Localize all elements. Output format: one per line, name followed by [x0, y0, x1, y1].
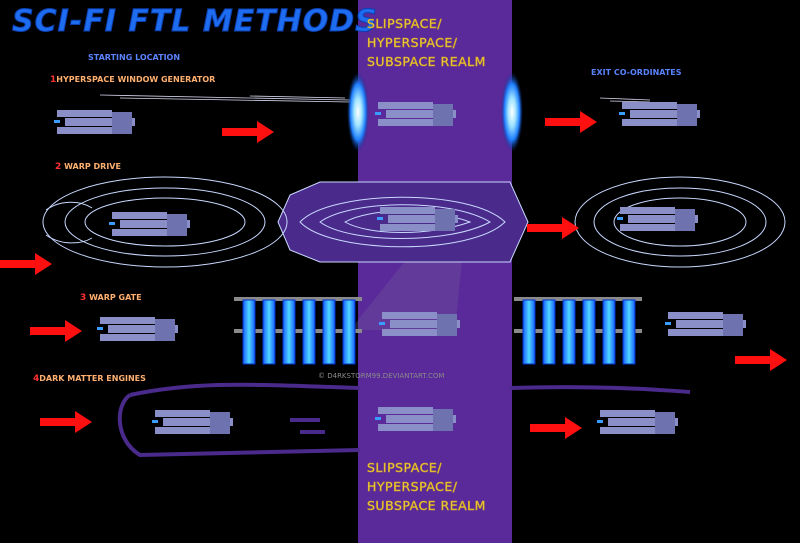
page-title: SCI-FI FTL METHODS: [12, 4, 378, 40]
method-1-text: HYPERSPACE WINDOW GENERATOR: [56, 75, 216, 84]
starship: [597, 410, 678, 434]
warp-gate-entry: [234, 297, 362, 365]
method-3-label: 3 WARP GATE: [80, 293, 142, 303]
gate-cell: [242, 299, 256, 365]
gate-cell: [542, 299, 556, 365]
hyperspace-portals: [347, 72, 523, 152]
arrow-right: [735, 349, 787, 371]
warp-bubble-start: [42, 176, 288, 268]
starship: [377, 207, 458, 231]
watermark-text: © D4RKSTORM99.DEVIANTART.COM: [318, 372, 445, 380]
gate-cell: [302, 299, 316, 365]
gate-cell: [582, 299, 596, 365]
starting-location-label: STARTING LOCATION: [88, 53, 181, 62]
realm-label-bottom: SLIPSPACE/ HYPERSPACE/ SUBSPACE REALM: [367, 458, 486, 515]
gate-cell: [342, 299, 356, 365]
method-2-label: 2 WARP DRIVE: [55, 162, 121, 172]
starship: [619, 102, 700, 126]
warp-gate-exit: [514, 297, 642, 365]
method-4-label: 4DARK MATTER ENGINES: [33, 374, 146, 384]
realm-line-1: SLIPSPACE/: [367, 460, 442, 476]
starship: [375, 407, 456, 431]
gate-cell: [622, 299, 636, 365]
ships-layer: [54, 102, 746, 434]
warp-bubble-exit: [574, 176, 786, 268]
arrow-right: [222, 121, 274, 143]
starship: [375, 102, 456, 126]
realm-line-3: SUBSPACE REALM: [367, 54, 486, 70]
hyperspace-beams: [99, 94, 651, 103]
gate-cell: [282, 299, 296, 365]
method-1-number: 1: [50, 75, 57, 85]
gate-cell: [262, 299, 276, 365]
realm-line-3: SUBSPACE REALM: [367, 498, 486, 514]
dark-matter-path: [117, 382, 691, 458]
realm-line-2: HYPERSPACE/: [367, 479, 458, 495]
starship: [152, 410, 233, 434]
arrows-layer: [0, 111, 787, 439]
method-3-number: 3: [80, 293, 87, 303]
starship: [379, 312, 460, 336]
exit-coordinates-label: EXIT CO-ORDINATES: [591, 68, 682, 77]
starship: [54, 110, 135, 134]
method-3-text: WARP GATE: [89, 293, 142, 302]
subspace-realm-band: [358, 0, 512, 543]
gate-cell: [562, 299, 576, 365]
portal-exit: [501, 72, 523, 152]
realm-label-top: SLIPSPACE/ HYPERSPACE/ SUBSPACE REALM: [367, 14, 486, 71]
starship: [109, 212, 190, 236]
starship: [665, 312, 746, 336]
realm-line-1: SLIPSPACE/: [367, 16, 442, 32]
gate-cell: [522, 299, 536, 365]
arrow-right: [530, 417, 582, 439]
starship: [97, 317, 178, 341]
method-2-number: 2: [55, 162, 62, 172]
gate-cell: [602, 299, 616, 365]
arrow-right: [40, 411, 92, 433]
method-4-number: 4: [33, 374, 40, 384]
gate-cell: [322, 299, 336, 365]
arrow-right: [545, 111, 597, 133]
arrow-right: [0, 253, 52, 275]
method-1-label: 1HYPERSPACE WINDOW GENERATOR: [50, 75, 215, 85]
portal-entry: [347, 72, 369, 152]
method-2-text: WARP DRIVE: [64, 162, 121, 171]
arrow-right: [527, 217, 579, 239]
starship: [617, 207, 698, 231]
arrow-right: [30, 320, 82, 342]
realm-line-2: HYPERSPACE/: [367, 35, 458, 51]
method-4-text: DARK MATTER ENGINES: [39, 374, 146, 383]
